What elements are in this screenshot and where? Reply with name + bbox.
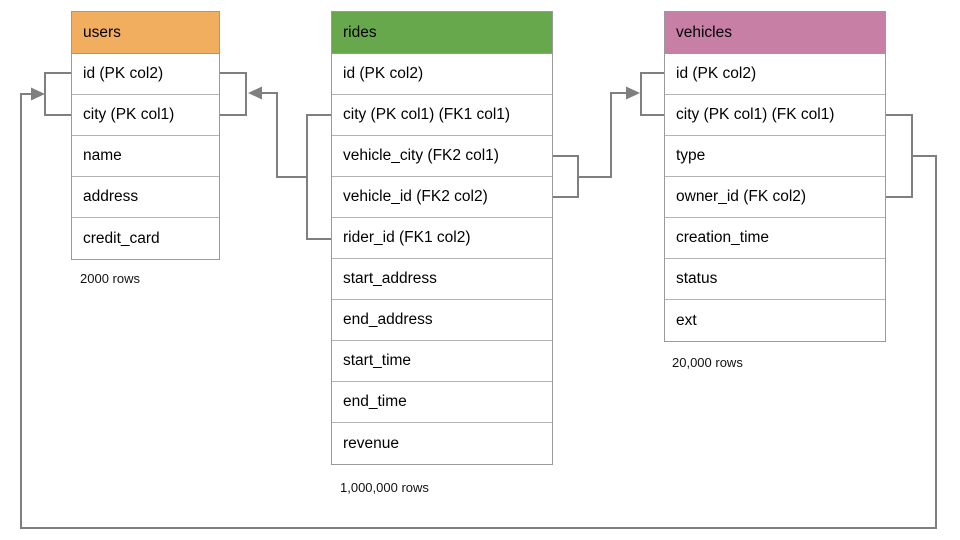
rides-fk2-link <box>578 92 626 178</box>
column-label: ext <box>676 311 697 329</box>
table-vehicles-column-city[interactable]: city (PK col1) (FK col1) <box>665 95 885 136</box>
table-vehicles-header: vehicles <box>665 12 885 54</box>
table-vehicles-column-creation-time[interactable]: creation_time <box>665 218 885 259</box>
column-label: end_time <box>343 393 407 410</box>
column-label: revenue <box>343 434 400 452</box>
column-label: rider_id (FK1 col2) <box>343 229 471 246</box>
table-rides-column-vehicle-id[interactable]: vehicle_id (FK2 col2) <box>332 177 552 218</box>
table-rides-column-start-time[interactable]: start_time <box>332 341 552 382</box>
column-label: status <box>676 270 718 287</box>
table-rides-column-revenue[interactable]: revenue <box>332 423 552 464</box>
column-label: vehicle_id (FK2 col2) <box>343 188 488 205</box>
table-users-title: users <box>83 23 121 41</box>
table-users-header: users <box>72 12 219 54</box>
table-vehicles-column-id[interactable]: id (PK col2) <box>665 54 885 95</box>
column-label: creation_time <box>676 229 770 246</box>
table-users-column-credit-card[interactable]: credit_card <box>72 218 219 259</box>
vehicles-fk-arrowhead <box>31 87 45 101</box>
column-label: id (PK col2) <box>676 65 757 82</box>
table-users-column-city[interactable]: city (PK col1) <box>72 95 219 136</box>
rides-fk2-bracket <box>553 155 579 198</box>
table-vehicles-column-ext[interactable]: ext <box>665 300 885 341</box>
table-rides-column-end-address[interactable]: end_address <box>332 300 552 341</box>
table-vehicles[interactable]: vehicles id (PK col2) city (PK col1) (FK… <box>664 11 886 342</box>
table-rides-column-vehicle-city[interactable]: vehicle_city (FK2 col1) <box>332 136 552 177</box>
users-left-bracket <box>44 72 71 116</box>
table-vehicles-row-count: 20,000 rows <box>672 355 743 370</box>
column-label: type <box>676 147 706 164</box>
column-label: city (PK col1) <box>83 106 175 123</box>
table-users-column-address[interactable]: address <box>72 177 219 218</box>
column-label: city (PK col1) (FK col1) <box>676 106 835 123</box>
table-vehicles-column-type[interactable]: type <box>665 136 885 177</box>
table-rides-column-end-time[interactable]: end_time <box>332 382 552 423</box>
table-rides-title: rides <box>343 23 377 41</box>
table-rides-column-city[interactable]: city (PK col1) (FK1 col1) <box>332 95 552 136</box>
table-rides-row-count: 1,000,000 rows <box>340 480 429 495</box>
column-label: start_address <box>343 270 437 287</box>
column-label: owner_id (FK col2) <box>676 188 807 205</box>
vehicles-right-bracket <box>886 114 913 198</box>
column-label: start_time <box>343 352 412 369</box>
table-users-row-count: 2000 rows <box>80 271 140 286</box>
table-vehicles-column-status[interactable]: status <box>665 259 885 300</box>
table-users[interactable]: users id (PK col2) city (PK col1) name a… <box>71 11 220 260</box>
users-right-bracket <box>220 72 247 116</box>
table-rides-column-rider-id[interactable]: rider_id (FK1 col2) <box>332 218 552 259</box>
column-label: id (PK col2) <box>343 65 424 82</box>
rides-fk1-arrowhead <box>248 86 262 100</box>
column-label: address <box>83 188 139 205</box>
vehicles-fk-link <box>20 93 937 529</box>
table-rides-column-start-address[interactable]: start_address <box>332 259 552 300</box>
table-vehicles-title: vehicles <box>676 23 732 41</box>
column-label: end_address <box>343 311 433 328</box>
table-vehicles-column-owner-id[interactable]: owner_id (FK col2) <box>665 177 885 218</box>
vehicles-left-bracket <box>640 72 664 116</box>
rides-fk1-bracket <box>306 114 331 240</box>
column-label: city (PK col1) (FK1 col1) <box>343 106 511 123</box>
column-label: vehicle_city (FK2 col1) <box>343 147 499 164</box>
table-users-column-name[interactable]: name <box>72 136 219 177</box>
column-label: id (PK col2) <box>83 65 164 82</box>
column-label: credit_card <box>83 229 160 247</box>
rides-fk1-link <box>262 92 307 178</box>
table-rides[interactable]: rides id (PK col2) city (PK col1) (FK1 c… <box>331 11 553 465</box>
table-users-column-id[interactable]: id (PK col2) <box>72 54 219 95</box>
table-rides-header: rides <box>332 12 552 54</box>
column-label: name <box>83 147 122 164</box>
rides-fk2-arrowhead <box>626 86 640 100</box>
table-rides-column-id[interactable]: id (PK col2) <box>332 54 552 95</box>
